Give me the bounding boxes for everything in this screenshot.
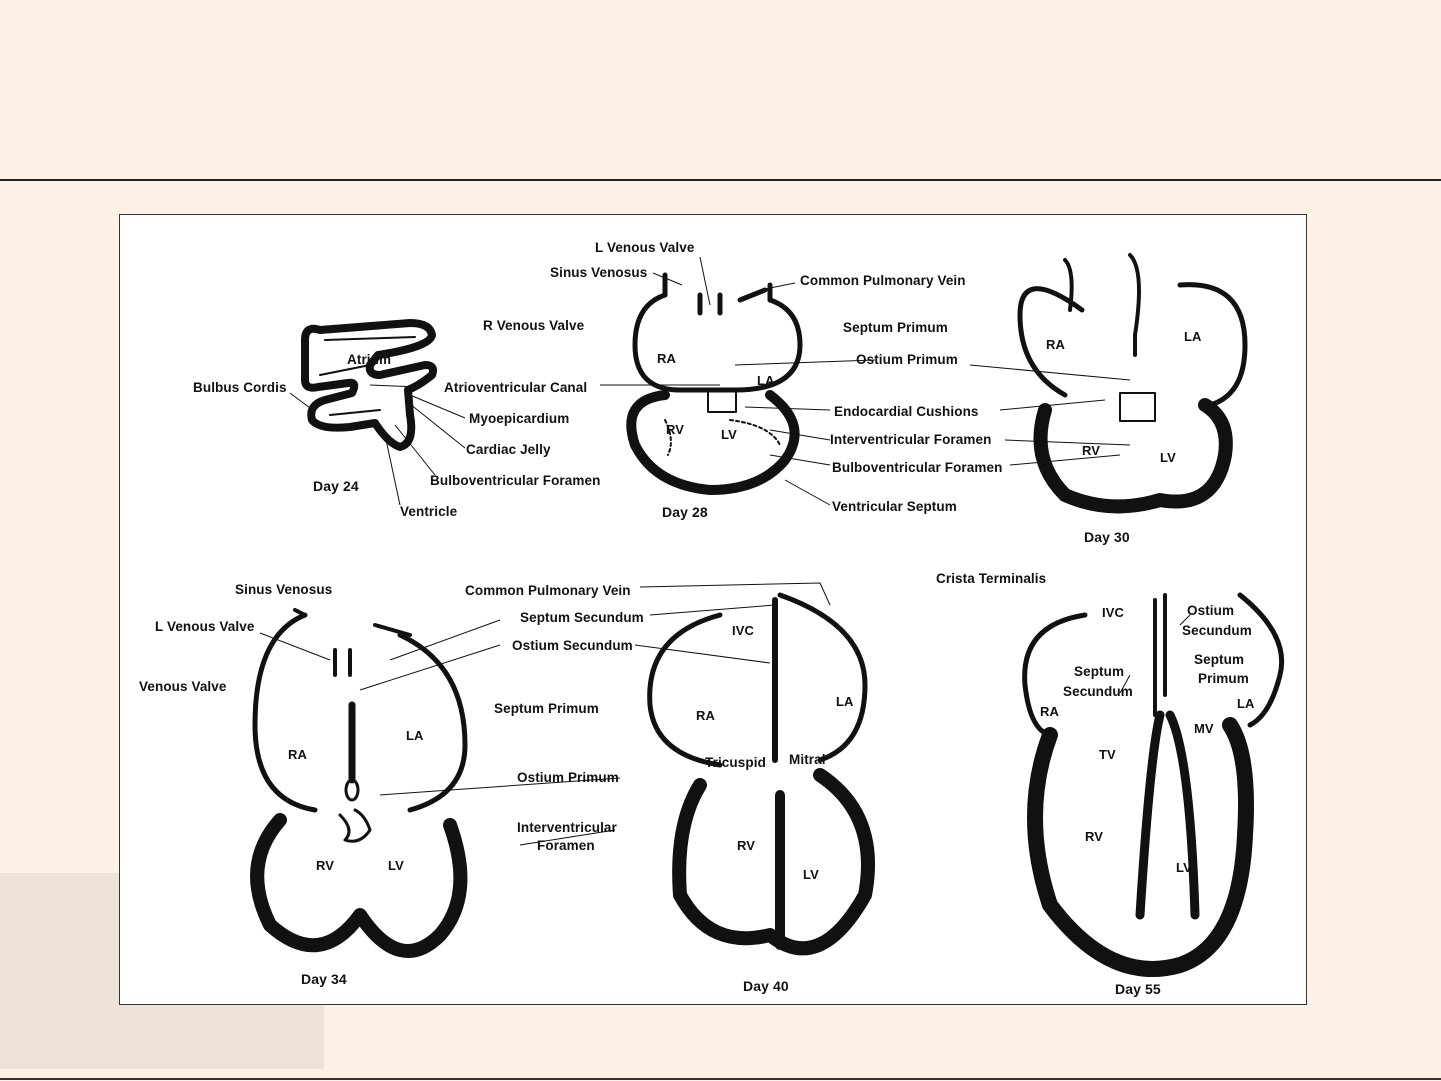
label-lv-55: LV <box>1176 860 1192 875</box>
label-ostium-55: Ostium <box>1187 603 1235 618</box>
label-ra-34: RA <box>288 747 307 762</box>
label-day-34: Day 34 <box>301 971 347 987</box>
label-day-40: Day 40 <box>743 978 789 994</box>
label-ra-55: RA <box>1040 704 1059 719</box>
label-rv-40: RV <box>737 838 756 853</box>
day24-heart <box>301 319 438 451</box>
label-septum-secundum-34: Septum Secundum <box>520 610 644 625</box>
label-myoepicardium: Myoepicardium <box>469 411 570 426</box>
label-lv-30: LV <box>1160 450 1176 465</box>
label-lv-28: LV <box>721 427 737 442</box>
label-la-28: LA <box>757 373 775 388</box>
label-bulboventricular-foramen-28: Bulboventricular Foramen <box>832 460 1003 475</box>
label-ostium-primum-34: Ostium Primum <box>517 770 619 785</box>
label-tricuspid: Tricuspid <box>705 755 766 770</box>
label-rv-28: RV <box>666 422 685 437</box>
label-rv-55: RV <box>1085 829 1104 844</box>
label-interventricular-foramen-28: Interventricular Foramen <box>830 432 992 447</box>
label-atrium: Atrium <box>347 352 392 367</box>
bottom-divider <box>0 1078 1441 1080</box>
label-mv-55: MV <box>1194 721 1214 736</box>
label-lv-40: LV <box>803 867 819 882</box>
label-rv-34: RV <box>316 858 335 873</box>
label-cardiac-jelly: Cardiac Jelly <box>466 442 551 457</box>
day30-heart <box>1017 253 1248 514</box>
label-day-28: Day 28 <box>662 504 708 520</box>
heart-development-figure: L Venous Valve Sinus Venosus Common Pulm… <box>119 214 1307 1005</box>
label-septum-primum-28: Septum Primum <box>843 320 948 335</box>
label-day-24: Day 24 <box>313 478 359 494</box>
day55-heart <box>1022 592 1285 977</box>
label-ra-28: RA <box>657 351 676 366</box>
label-sinus-venosus-28: Sinus Venosus <box>550 265 648 280</box>
label-common-pulmonary-vein-28: Common Pulmonary Vein <box>800 273 966 288</box>
label-ostium-primum-28: Ostium Primum <box>856 352 958 367</box>
figure-drawing <box>250 253 1285 977</box>
label-atrioventricular-canal: Atrioventricular Canal <box>444 380 588 395</box>
label-septum-primum-34: Septum Primum <box>494 701 599 716</box>
label-day-30: Day 30 <box>1084 529 1130 545</box>
label-interventricular-34: Interventricular <box>517 820 617 835</box>
label-ivc-55: IVC <box>1102 605 1124 620</box>
label-ostium-secundum-34: Ostium Secundum <box>512 638 633 653</box>
label-ivc-40: IVC <box>732 623 754 638</box>
label-r-venous-valve: R Venous Valve <box>483 318 585 333</box>
label-la-40: LA <box>836 694 854 709</box>
label-common-pulmonary-vein-34: Common Pulmonary Vein <box>465 583 631 598</box>
label-septum-55a: Septum <box>1194 652 1245 667</box>
label-ra-40: RA <box>696 708 715 723</box>
label-rv-30: RV <box>1082 443 1101 458</box>
day28-heart <box>626 272 803 495</box>
label-la-55: LA <box>1237 696 1255 711</box>
label-lv-34: LV <box>388 858 404 873</box>
label-bulbus-cordis: Bulbus Cordis <box>193 380 287 395</box>
day40-heart <box>647 592 875 956</box>
label-la-34: LA <box>406 728 424 743</box>
label-ventricular-septum: Ventricular Septum <box>832 499 957 514</box>
label-crista-terminalis: Crista Terminalis <box>936 571 1047 586</box>
label-l-venous-valve-28: L Venous Valve <box>595 240 695 255</box>
label-foramen-34: Foramen <box>537 838 595 853</box>
label-ventricle: Ventricle <box>400 504 458 519</box>
label-bulboventricular-foramen-24: Bulboventricular Foramen <box>430 473 601 488</box>
label-ra-30: RA <box>1046 337 1065 352</box>
label-primum-55: Primum <box>1198 671 1249 686</box>
label-tv-55: TV <box>1099 747 1116 762</box>
label-secundum-55: Secundum <box>1182 623 1252 638</box>
label-venous-valve-34: Venous Valve <box>139 679 227 694</box>
label-sinus-venosus-34: Sinus Venosus <box>235 582 333 597</box>
label-secundum-55b: Secundum <box>1063 684 1133 699</box>
label-septum-55b: Septum <box>1074 664 1125 679</box>
label-la-30: LA <box>1184 329 1202 344</box>
day34-heart <box>250 608 468 958</box>
label-endocardial-cushions: Endocardial Cushions <box>834 404 979 419</box>
label-l-venous-valve-34: L Venous Valve <box>155 619 255 634</box>
label-day-55: Day 55 <box>1115 981 1161 997</box>
label-mitral: Mitral <box>789 752 826 767</box>
top-divider <box>0 179 1441 181</box>
